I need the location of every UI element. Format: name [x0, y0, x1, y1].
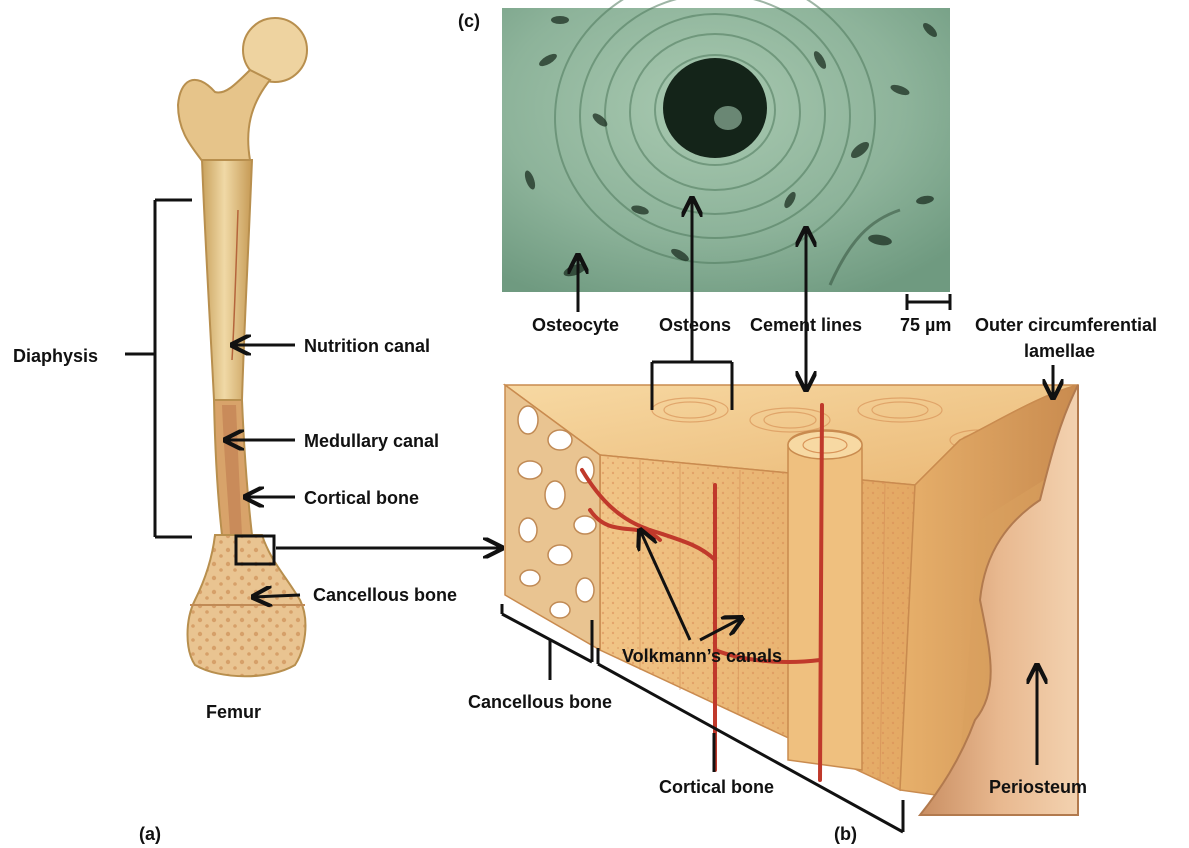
osteon-cylinder — [788, 430, 862, 770]
cement-lines-label: Cement lines — [750, 315, 862, 335]
cancellous-bone-label-block: Cancellous bone — [468, 692, 612, 712]
osteocyte-label: Osteocyte — [532, 315, 619, 335]
haversian-canal — [663, 58, 767, 158]
bone-block-illustration — [505, 385, 1078, 815]
femur-title: Femur — [206, 702, 261, 722]
panel-b-label: (b) — [834, 824, 857, 844]
femur-shaft — [202, 160, 252, 400]
scale-bar-label: 75 µm — [900, 315, 951, 335]
cancellous-bone-arrow — [253, 595, 300, 597]
periosteum-label: Periosteum — [989, 777, 1087, 797]
femur-illustration — [178, 18, 307, 676]
diaphysis-label: Diaphysis — [13, 346, 98, 366]
panel-a-label: (a) — [139, 824, 161, 844]
scale-bar — [907, 294, 950, 310]
diaphysis-bracket — [125, 200, 192, 537]
cortical-bone-label-femur: Cortical bone — [304, 488, 419, 508]
outer-circumferential-label-line1: Outer circumferential — [975, 315, 1157, 335]
femoral-neck — [178, 70, 270, 165]
outer-circumferential-label-line2: lamellae — [1024, 341, 1095, 361]
medullary-canal-label: Medullary canal — [304, 431, 439, 451]
volkmanns-canals-label: Volkmann’s canals — [622, 646, 782, 666]
cortical-bone-label-block: Cortical bone — [659, 777, 774, 797]
micrograph-panel — [502, 0, 950, 310]
cancellous-bone-label-femur: Cancellous bone — [313, 585, 457, 605]
panel-c-label: (c) — [458, 11, 480, 31]
nutrition-canal-label: Nutrition canal — [304, 336, 430, 356]
osteons-label: Osteons — [659, 315, 731, 335]
